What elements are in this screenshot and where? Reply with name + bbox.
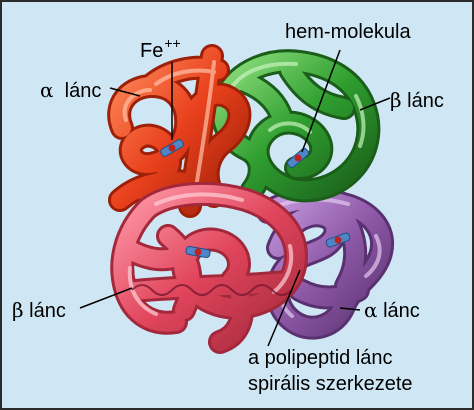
label-beta-top-word: lánc	[407, 90, 444, 112]
label-alpha-top-word: lánc	[65, 80, 102, 102]
label-beta-top-greek: β	[390, 88, 402, 112]
label-hem-molekula: hem-molekula	[285, 22, 411, 42]
label-alpha-bottom-word: lánc	[383, 300, 420, 322]
label-beta-bottom-word: lánc	[29, 300, 66, 322]
label-alpha-chain-top: α lánc	[40, 80, 101, 101]
label-beta-bottom-greek: β	[12, 298, 24, 322]
label-fe-text: Fe	[140, 40, 163, 62]
label-alpha-top-greek: α	[40, 78, 54, 102]
label-alpha-chain-bottom: α lánc	[364, 300, 420, 321]
label-beta-chain-top: β lánc	[390, 90, 444, 111]
label-fe: Fe++	[140, 36, 181, 61]
label-polypeptide-line1: a polipeptid lánc	[248, 348, 393, 368]
label-fe-charge: ++	[164, 35, 180, 51]
label-alpha-bottom-greek: α	[364, 298, 378, 322]
label-polypeptide-line2: spirális szerkezete	[248, 374, 413, 394]
label-beta-chain-bottom: β lánc	[12, 300, 66, 321]
